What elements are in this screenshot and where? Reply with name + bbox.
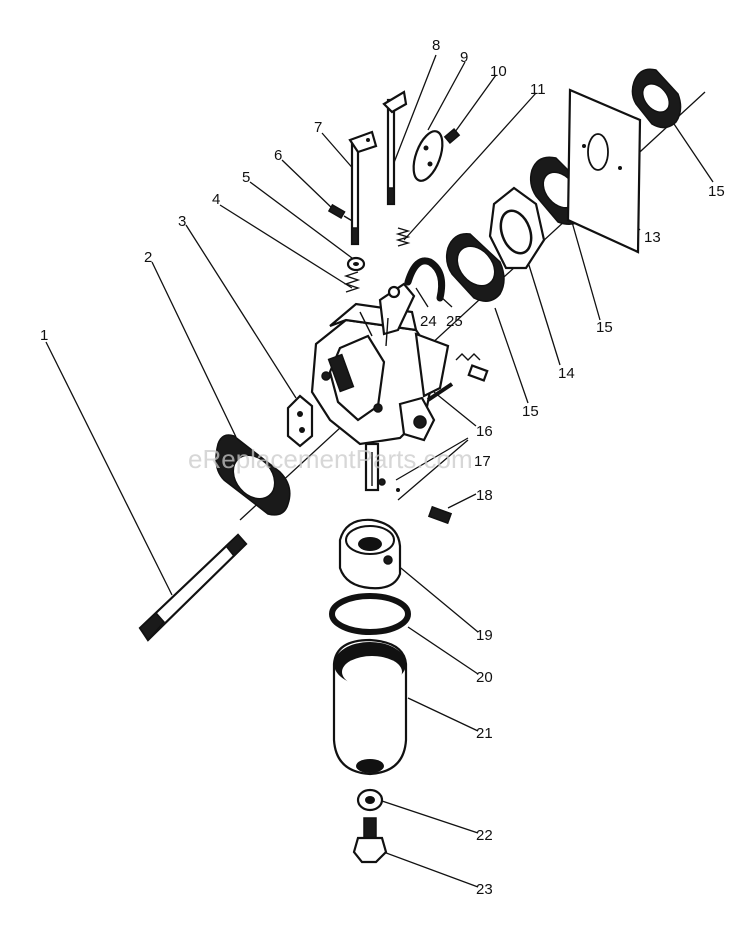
part-8-choke-shaft <box>382 90 408 206</box>
callout-19: 19 <box>476 627 493 644</box>
callout-7: 7 <box>314 119 322 136</box>
callout-14: 14 <box>558 365 575 382</box>
part-3-gasket-plate <box>286 394 314 448</box>
part-19-float <box>338 518 402 590</box>
part-1-stud <box>138 533 248 642</box>
callout-5: 5 <box>242 169 250 186</box>
callout-9: 9 <box>460 49 468 66</box>
part-21-float-bowl <box>332 638 408 776</box>
callout-13: 13 <box>644 229 661 246</box>
callout-8: 8 <box>432 37 440 54</box>
part-17-float-pin <box>364 442 400 492</box>
part-15-gasket-lower <box>445 233 505 302</box>
callout-4: 4 <box>212 191 220 208</box>
part-6-screw <box>327 203 355 223</box>
callout-15-lower: 15 <box>522 403 539 420</box>
part-15-gasket-top <box>631 68 682 129</box>
part-7-throttle-shaft <box>348 130 378 246</box>
callout-24: 24 <box>420 313 437 330</box>
callout-10: 10 <box>490 63 507 80</box>
part-5-washer <box>346 256 366 272</box>
callout-3: 3 <box>178 213 186 230</box>
watermark-text: eReplacementParts.com <box>188 444 473 474</box>
callout-17: 17 <box>474 453 491 470</box>
callout-21: 21 <box>476 725 493 742</box>
callout-1: 1 <box>40 327 48 344</box>
callout-16: 16 <box>476 423 493 440</box>
carburetor-body <box>310 282 450 446</box>
callout-20: 20 <box>476 669 493 686</box>
callout-15-middle: 15 <box>596 319 613 336</box>
callout-2: 2 <box>144 249 152 266</box>
part-9-choke-plate <box>412 130 444 182</box>
callout-labels: 1 2 3 4 5 6 7 8 9 10 11 13 14 15 15 15 1… <box>40 37 725 898</box>
part-22-washer <box>356 788 384 812</box>
part-10-screw <box>443 128 461 144</box>
callout-6: 6 <box>274 147 282 164</box>
callout-18: 18 <box>476 487 493 504</box>
part-24-25-fuel-line <box>404 257 446 302</box>
part-14-spacer <box>488 186 546 270</box>
part-2-gasket <box>215 434 291 516</box>
callout-25: 25 <box>446 313 463 330</box>
part-18-screw <box>427 505 453 525</box>
callout-22: 22 <box>476 827 493 844</box>
part-16-pin <box>426 382 454 402</box>
callout-23: 23 <box>476 881 493 898</box>
part-11-spring <box>395 227 411 247</box>
part-13-plate <box>566 88 642 254</box>
part-4-spring <box>343 271 361 293</box>
callout-11: 11 <box>530 81 546 98</box>
part-23-bowl-nut <box>352 817 388 864</box>
idle-screw <box>455 353 489 382</box>
part-20-o-ring <box>329 593 411 635</box>
callout-15-top: 15 <box>708 183 725 200</box>
